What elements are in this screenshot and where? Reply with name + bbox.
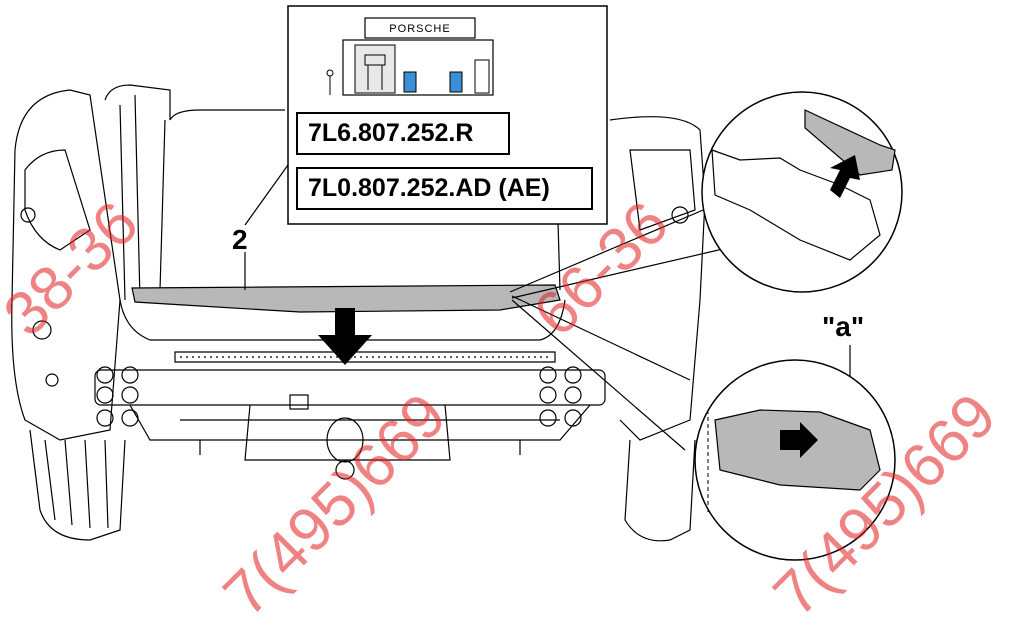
removal-arrow bbox=[318, 308, 372, 365]
leader-line-box bbox=[244, 164, 289, 226]
dealer-sign-text: PORSCHE bbox=[389, 23, 450, 35]
detail-circle-bottom bbox=[694, 359, 896, 561]
leader-line-detail-top2 bbox=[511, 244, 741, 299]
trim-panel bbox=[131, 284, 561, 313]
leader-line-detail-bottom2 bbox=[511, 299, 686, 451]
detail-circle-top bbox=[701, 91, 903, 293]
bumper-beam bbox=[94, 351, 606, 480]
leader-line-detail-bottom bbox=[511, 295, 691, 381]
leader-line-detail-top bbox=[509, 204, 716, 293]
right-bolt-cluster bbox=[539, 366, 582, 427]
right-body-side bbox=[609, 116, 706, 542]
callout-item-2: 2 bbox=[232, 224, 248, 255]
dealer-building-icon: PORSCHE bbox=[326, 17, 494, 96]
callout-item-a: "a" bbox=[822, 311, 865, 342]
left-bolt-cluster bbox=[96, 366, 139, 427]
diagram-canvas: PORSCHE 2 "a" 7L6.807.252.R 7L0.807.252.… bbox=[0, 5, 1009, 629]
part-number-2: 7L0.807.252.AD (AE) bbox=[296, 167, 593, 210]
vehicle-illustration: PORSCHE bbox=[11, 5, 903, 561]
part-number-1: 7L6.807.252.R bbox=[296, 112, 510, 155]
left-body-side bbox=[11, 89, 126, 541]
